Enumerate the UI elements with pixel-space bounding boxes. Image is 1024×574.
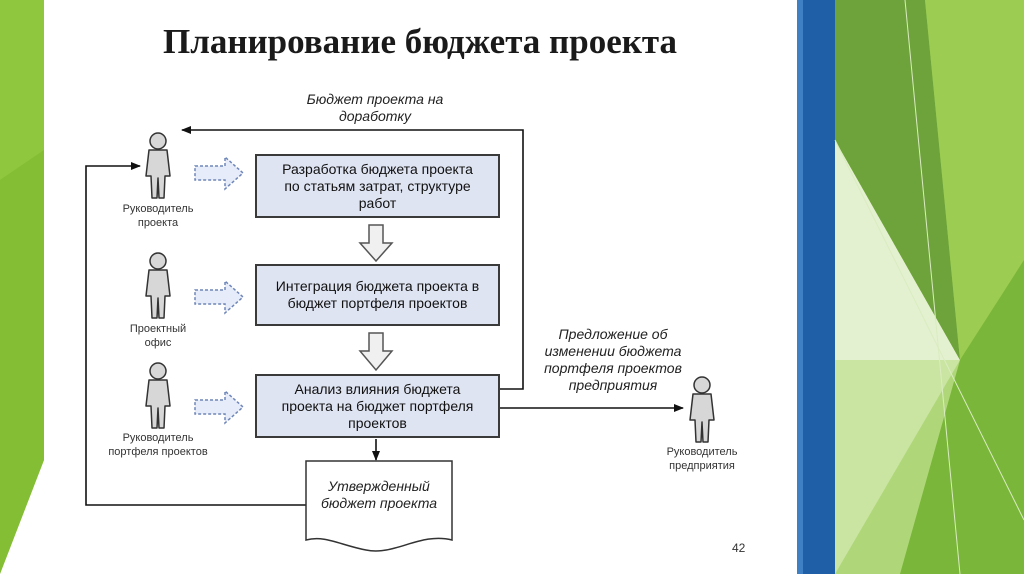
person-icon-project-manager [145,132,171,199]
role-label-project-manager: Руководитель проекта [122,203,194,229]
green-facet-dark [835,0,960,360]
role-label-portfolio-manager: Руководитель портфеля проектов [108,432,208,458]
green-facet-pale [835,360,960,574]
approved-budget-document [305,460,453,552]
role-label-enterprise-head: Руководитель предприятия [666,446,738,472]
role-arrow-2 [194,279,245,315]
person-icon-enterprise-head [689,376,715,443]
rework-annotation: Бюджет проекта на доработку [306,91,444,124]
approval-return-arrow [85,162,306,506]
blue-band-highlight [797,0,803,574]
step-integrate-budget: Интеграция бюджета проекта в бюджет порт… [255,264,500,326]
person-icon-portfolio-manager [145,362,171,429]
role-label-project-office: Проектный офис [129,323,187,349]
step-analyze-budget: Анализ влияния бюджета проекта на бюджет… [255,374,500,438]
flow-arrow-1 [358,224,394,263]
page-number: 42 [732,541,746,555]
step-develop-budget: Разработка бюджета проекта по статьям за… [255,154,500,218]
person-icon-project-office [145,252,171,319]
role-arrow-3 [194,389,245,425]
facet-line-1 [834,139,1024,521]
facet-line-2 [904,0,961,574]
role-arrow-1 [194,155,245,191]
green-facet-bottom [900,260,1024,574]
green-facet-mid [925,0,1024,360]
proposal-annotation: Предложение об изменении бюджета портфел… [544,326,682,393]
slide-title: Планирование бюджета проекта [162,22,678,61]
left-green-shade [0,150,44,574]
approved-budget-label: Утвержденный бюджет проекта [320,478,438,511]
blue-band [797,0,835,574]
flow-arrow-2 [358,332,394,372]
rework-arrow [181,126,524,390]
